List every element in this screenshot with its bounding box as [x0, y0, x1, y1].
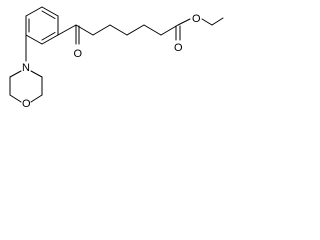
ketone-chain [57, 24, 179, 45]
ester-ether-oxygen-label: O [192, 13, 201, 25]
morpholine-oxygen-label: O [22, 98, 31, 110]
benzene-ring [25, 6, 59, 45]
morpholine-nitrogen-label: N [22, 62, 30, 74]
ester-carbonyl-oxygen-label: O [174, 42, 183, 54]
structural-formula: O O O N O [9, 6, 224, 110]
morpholine-ring [9, 70, 43, 103]
ester-group [175, 17, 224, 41]
ketone-oxygen-label: O [74, 48, 83, 60]
